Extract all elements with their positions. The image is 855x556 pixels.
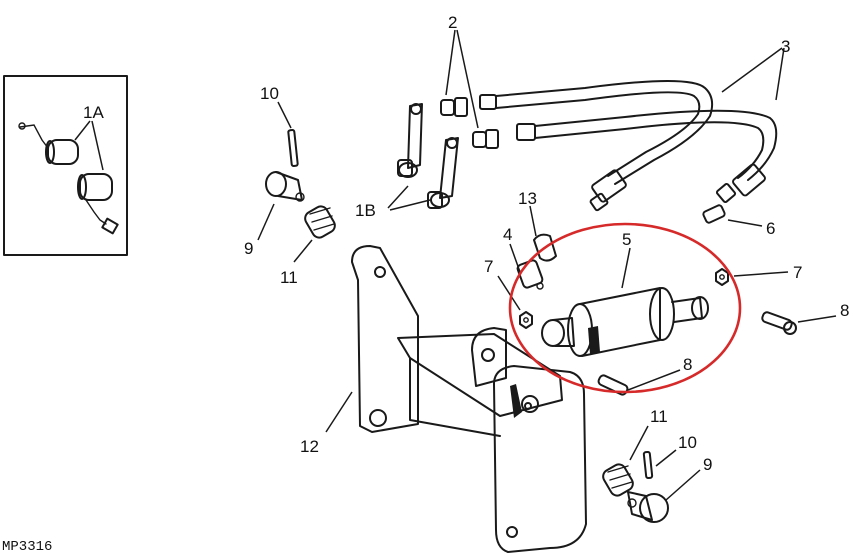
label-3: 3 [781, 37, 790, 56]
label-7-right: 7 [793, 263, 802, 282]
label-4: 4 [503, 225, 512, 244]
part-3-hoses: 3 [479, 37, 790, 212]
label-11-upper: 11 [280, 268, 298, 287]
upper-left-hardware: 10 9 11 [244, 84, 336, 287]
highlight-ellipse [508, 222, 742, 394]
label-5: 5 [622, 230, 631, 249]
part-8-bolts: 8 8 [597, 301, 849, 396]
label-10-lower: 10 [678, 433, 697, 452]
label-10-upper: 10 [260, 84, 279, 103]
label-1a: 1A [83, 103, 104, 122]
label-8-right: 8 [840, 301, 849, 320]
label-1b: 1B [355, 201, 376, 220]
part-12-bracket: 12 [300, 245, 587, 553]
label-7-left: 7 [484, 257, 493, 276]
part-6-fitting: 6 [702, 204, 775, 238]
label-6: 6 [766, 219, 775, 238]
detent-ball-upper [18, 122, 79, 165]
lower-right-hardware: 11 10 9 [602, 407, 712, 523]
label-12: 12 [300, 437, 319, 456]
label-13: 13 [518, 189, 537, 208]
part-2-fittings: 2 [440, 13, 499, 149]
label-2: 2 [448, 13, 457, 32]
part-5-cylinder: 5 [541, 230, 709, 357]
inset-1a: 1A [3, 75, 128, 256]
part-13-and-4: 13 4 [503, 189, 557, 290]
label-8-lower: 8 [683, 355, 692, 374]
figure-code: MP3316 [2, 539, 52, 555]
label-9-lower: 9 [703, 455, 712, 474]
label-11-lower: 11 [650, 407, 668, 426]
part-1b-levers: 1B [355, 103, 459, 220]
label-9-upper: 9 [244, 239, 253, 258]
detent-ball-lower [77, 173, 119, 235]
part-7-nuts: 7 7 [484, 257, 802, 329]
